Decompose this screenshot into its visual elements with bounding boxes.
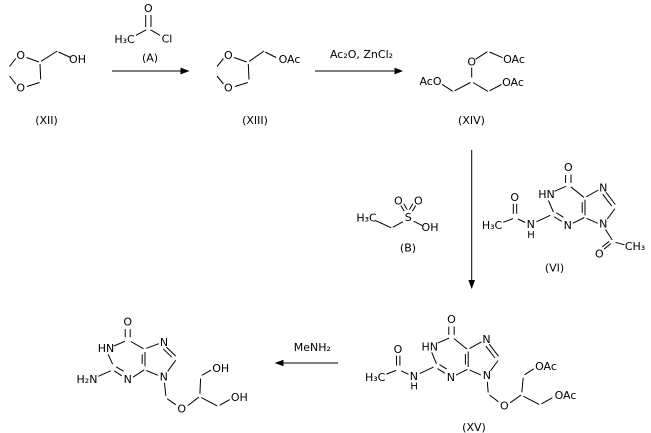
xii-ring-oxygen-bottom-label: O <box>16 81 25 94</box>
vi-compound-label: (VI) <box>545 262 564 275</box>
vi-n1h-label: HN <box>538 188 555 201</box>
xv-amide-methyl-label: H₃C <box>365 371 386 384</box>
b-hydroxyl-label: OH <box>422 221 439 234</box>
structure-xii-bonds <box>9 50 71 87</box>
xv-n3-label: N <box>447 371 455 384</box>
xii-hydroxyl-label: OH <box>69 53 86 66</box>
a-carbonyl-oxygen-label: O <box>144 2 153 15</box>
xiv-acetate-left-label: AcO <box>419 75 441 88</box>
b-compound-label: (B) <box>400 242 416 255</box>
reaction-arrow-step2 <box>315 67 403 75</box>
structure-xiv-bonds <box>441 51 503 92</box>
xiv-acetate-right-label: OAc <box>502 76 524 89</box>
vi-acetyl-methyl-label: CH₃ <box>625 240 645 253</box>
xv-o6-label: O <box>447 313 456 326</box>
ganciclovir-chain-oxygen-label: O <box>177 402 186 415</box>
xv-acetate-upper-label: OAc <box>535 360 557 373</box>
xv-amide-nitrogen-label: N <box>410 370 418 383</box>
vi-amide-methyl-label: H₃C <box>482 219 503 232</box>
xiii-compound-label: (XIII) <box>242 114 268 127</box>
reagent-b-bonds <box>375 203 423 229</box>
xv-compound-label: (XV) <box>462 421 486 433</box>
ganciclovir-hydroxyl-upper-label: OH <box>212 362 229 375</box>
xv-chain-oxygen-label: O <box>500 400 509 413</box>
a-chlorine-label: Cl <box>162 33 173 46</box>
reaction-arrow-step1 <box>112 67 190 75</box>
vi-n9-label: N <box>599 217 607 230</box>
ganciclovir-n1h-label: HN <box>98 342 115 355</box>
vi-amide-oxygen-label: O <box>510 191 519 204</box>
a-methyl-label: H₃C <box>114 33 135 46</box>
reaction-arrow-step4 <box>274 359 338 367</box>
xv-amide-hydrogen-label: H <box>410 382 418 393</box>
structure-xv-bonds <box>386 326 553 406</box>
step2-reagent-label: Ac₂O, ZnCl₂ <box>330 48 393 61</box>
vi-o6-label: O <box>564 161 573 174</box>
step4-reagent-label: MeNH₂ <box>294 341 331 354</box>
vi-acetyl-oxygen-label: O <box>595 247 604 260</box>
b-methyl-label: H₃C <box>356 212 377 225</box>
reaction-arrow-step3 <box>468 150 475 289</box>
b-oxygen-right-label: O <box>414 195 423 208</box>
structure-xiii-bonds <box>216 50 277 87</box>
xv-amide-oxygen-label: O <box>394 343 403 356</box>
ganciclovir-amino-label: H₂N <box>77 373 98 386</box>
xv-n7-label: N <box>482 333 490 346</box>
xii-compound-label: (XII) <box>35 114 58 127</box>
vi-amide-hydrogen-label: H <box>527 230 535 241</box>
xiv-acetate-top-label: OAc <box>503 53 525 66</box>
a-compound-label: (A) <box>142 52 158 65</box>
ganciclovir-hydroxyl-lower-label: OH <box>231 391 248 404</box>
structure-ganciclovir-bonds <box>98 329 231 407</box>
ganciclovir-n3-label: N <box>124 373 132 386</box>
ganciclovir-o6-label: O <box>123 316 132 329</box>
xiv-ether-oxygen-label: O <box>467 56 476 69</box>
ganciclovir-n9-label: N <box>160 370 168 383</box>
xv-n1h-label: HN <box>421 341 438 354</box>
xiii-ring-oxygen-bottom-label: O <box>224 81 233 94</box>
ganciclovir-n7-label: N <box>160 336 168 349</box>
vi-n3-label: N <box>564 219 572 232</box>
xv-n9-label: N <box>483 369 491 382</box>
structure-vi-bonds <box>503 174 625 250</box>
xii-ring-oxygen-top-label: O <box>16 49 25 62</box>
xiii-acetate-label: OAc <box>279 53 301 66</box>
reagent-a-bonds <box>135 15 161 36</box>
xv-acetate-lower-label: OAc <box>555 389 577 402</box>
b-oxygen-left-label: O <box>394 195 403 208</box>
vi-n7-label: N <box>599 181 607 194</box>
b-sulfur-label: S <box>405 211 412 224</box>
vi-amide-nitrogen-label: N <box>527 218 535 231</box>
xiii-ring-oxygen-top-label: O <box>224 49 233 62</box>
xiv-compound-label: (XIV) <box>458 114 485 127</box>
